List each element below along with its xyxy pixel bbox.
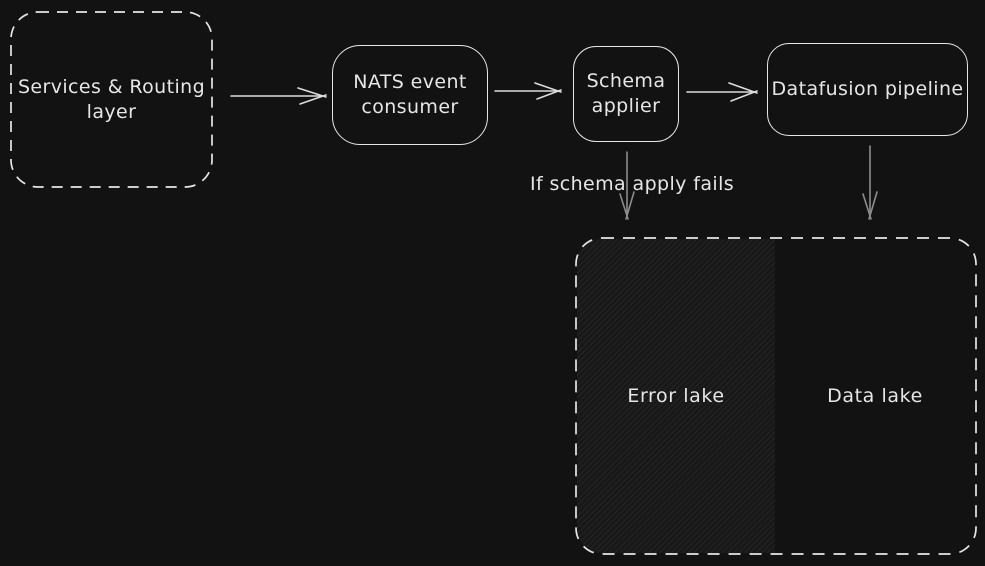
node-nats-event-consumer: NATS event consumer (332, 45, 488, 145)
edge-label-if-schema-apply-fails: If schema apply fails (529, 173, 735, 195)
lakes-inner: Error lake Data lake (577, 239, 975, 553)
data-lake-region: Data lake (775, 239, 975, 553)
node-label: Services & Routing layer (17, 75, 206, 123)
arrow-schema-to-error-lake (619, 151, 635, 220)
dashed-border (575, 237, 977, 555)
lakes-container: Error lake Data lake (575, 237, 977, 555)
data-lake-label: Data lake (827, 384, 923, 407)
node-services-routing-layer: Services & Routing layer (10, 11, 213, 188)
arrow-datafusion-to-data-lake (862, 145, 878, 220)
error-lake-region: Error lake (577, 239, 775, 553)
arrow-schema-to-datafusion (686, 82, 758, 102)
node-datafusion-pipeline: Datafusion pipeline (767, 43, 968, 136)
error-lake-label: Error lake (627, 384, 725, 407)
arrow-services-to-nats (230, 87, 327, 105)
node-schema-applier: Schema applier (573, 46, 679, 142)
node-label: NATS event consumer (353, 71, 467, 118)
node-label: Schema applier (586, 70, 666, 117)
arrow-nats-to-schema (494, 82, 562, 100)
dashed-border (10, 11, 213, 188)
node-label: Datafusion pipeline (771, 78, 964, 101)
